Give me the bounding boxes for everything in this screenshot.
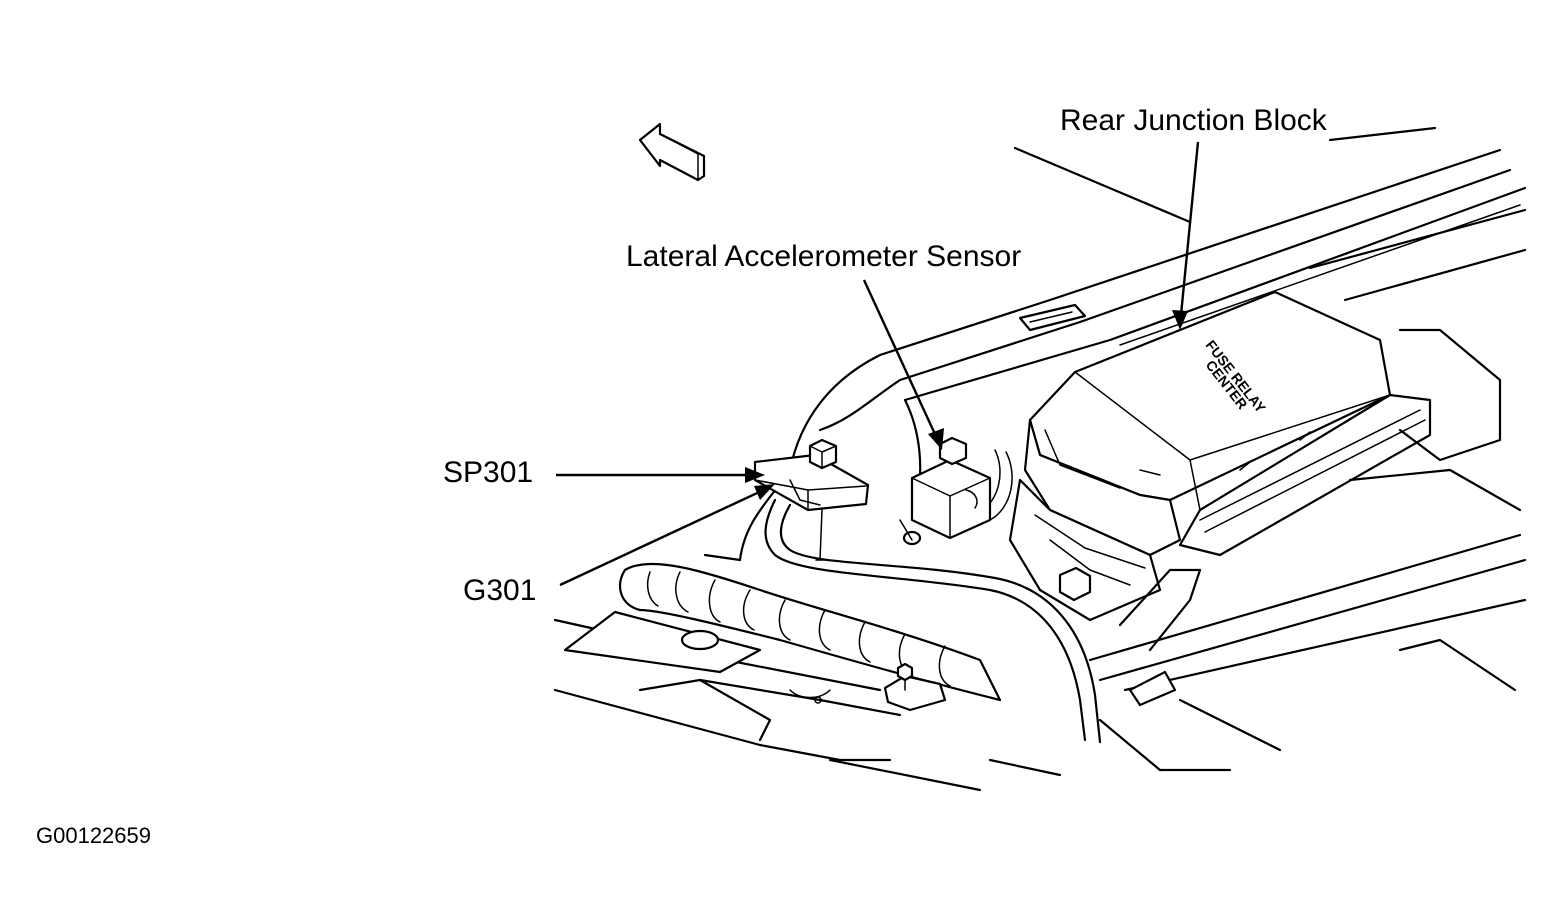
rear-shelf-panel: [878, 126, 1527, 402]
lateral-accelerometer-sensor: [899, 436, 992, 546]
label-sp301: SP301: [443, 456, 534, 489]
arrow-head-icon: [745, 467, 765, 483]
forward-direction-arrow-icon: [638, 122, 706, 182]
label-rear-junction-block: Rear Junction Block: [1060, 104, 1327, 137]
branch-harness: [764, 449, 1102, 744]
figure-id: G00122659: [36, 823, 151, 848]
arrow-head-icon: [754, 484, 775, 500]
label-g301: G301: [463, 574, 537, 607]
rear-body-panel: [883, 328, 1527, 777]
floor-panel: [553, 353, 982, 792]
rear-junction-block: FUSE RELAY CENTER: [1008, 290, 1432, 622]
leader-lines: [556, 141, 1200, 587]
label-lateral-accelerometer-sensor: Lateral Accelerometer Sensor: [626, 240, 1022, 273]
g301-ground-bolt: [808, 438, 838, 561]
arrow-head-icon: [1172, 310, 1188, 330]
arrow-head-icon: [928, 428, 944, 450]
